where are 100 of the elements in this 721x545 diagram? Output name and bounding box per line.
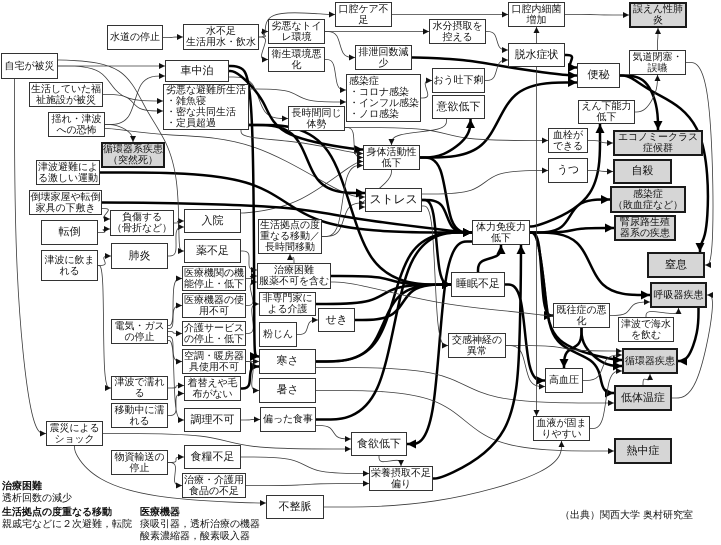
arrow [240, 158, 364, 214]
process-box [266, 495, 324, 519]
process-box [545, 368, 583, 393]
arrow [316, 228, 472, 363]
arrow [678, 308, 700, 366]
box-label: 水分摂取を控える [432, 20, 484, 42]
note-heading: 治療困難 [2, 481, 43, 492]
outcome-box [613, 159, 672, 184]
process-box [365, 188, 422, 212]
arrow [580, 328, 622, 370]
box-label: 長時間同じ体勢 [290, 108, 342, 130]
arrow [258, 12, 336, 38]
arrow [686, 62, 714, 268]
process-box [548, 158, 588, 183]
arrow [344, 127, 364, 160]
arrow [316, 425, 352, 442]
arrow [476, 245, 506, 272]
box-note: ・定員超過 [166, 118, 216, 129]
box-label: 非専門家による介護 [262, 293, 314, 315]
box-label: 腎尿路生殖器系の疾患 [619, 217, 671, 239]
box-label: 医療機関の機能停止・低下 [183, 268, 245, 290]
box-label: 便秘 [588, 69, 610, 82]
box-label: 車中泊 [180, 64, 214, 78]
arrow [168, 382, 184, 388]
box-label: 着替えや毛布がない [186, 378, 238, 400]
box-label: 交感神経の異常 [451, 334, 503, 356]
arrow [420, 78, 432, 98]
arrow [258, 28, 268, 38]
arrow [486, 31, 508, 53]
arrow [104, 124, 136, 142]
box-label: 身体活動性低下 [366, 146, 418, 168]
arrow [249, 124, 451, 289]
arrow [484, 57, 508, 81]
box-label: 津波に飲まれる [44, 254, 96, 276]
box-label: 食欲低下 [357, 438, 401, 450]
arrow [287, 254, 294, 264]
box-label: 感染症 [349, 76, 379, 87]
box-label: 物資輸送の停止 [114, 452, 166, 474]
box-label: 誤えん性肺炎 [632, 4, 684, 26]
process-box [184, 408, 241, 432]
box-label: 津波避難による激しい運動 [37, 162, 99, 184]
box-label: 栄養摂取不足偏り [370, 468, 432, 490]
box-label: 高血圧 [549, 375, 579, 386]
arrow [168, 390, 184, 416]
box-label: 薬不足 [196, 244, 229, 258]
arrow [240, 416, 260, 422]
arrow [392, 12, 508, 18]
box-note: ・コロナ感染 [349, 87, 409, 98]
box-label: 介護サービスの停止・低下 [183, 322, 245, 344]
arrow [642, 374, 653, 386]
outcome-box [614, 385, 672, 411]
arrow [378, 456, 404, 466]
box-label: 睡眠不足 [456, 278, 500, 291]
arrow [388, 118, 447, 146]
box-label: 循環器系疾患（突然死） [103, 144, 163, 166]
box-label: 負傷する [122, 212, 162, 223]
arrow [412, 56, 577, 80]
box-label: 調理不可 [190, 414, 234, 426]
arrow [610, 299, 650, 316]
outcome-box [622, 348, 678, 374]
note-text: 親戚宅などに２次避難，転院 [2, 519, 133, 530]
process-box [184, 239, 241, 263]
arrow [330, 282, 554, 318]
box-label: 肺炎 [128, 250, 150, 262]
arrow [588, 168, 614, 174]
box-label: 空調・暖房器具使用不可 [183, 350, 245, 372]
arrow [174, 218, 184, 224]
arrow [168, 302, 182, 329]
box-label: 津波で海水を飲む [620, 318, 672, 340]
process-box [184, 445, 241, 469]
arrow [646, 308, 682, 318]
arrow [672, 292, 713, 398]
box-note: （敗血症など） [613, 200, 683, 210]
box-label: 生活していた福祉施設が被災 [30, 84, 102, 106]
box-label: 転倒 [58, 226, 80, 239]
process-box [257, 263, 331, 289]
arrow [240, 456, 370, 476]
arrow [102, 208, 110, 222]
arrow [324, 31, 356, 60]
arrow [74, 446, 266, 506]
box-note: ・インフル感染 [349, 98, 419, 109]
arrow [246, 273, 258, 279]
process-box [260, 407, 316, 432]
arrow [162, 34, 184, 40]
arrow [258, 36, 268, 62]
arrow [240, 250, 258, 273]
process-box [107, 25, 163, 50]
arrow [14, 78, 46, 436]
box-note: （骨折など） [112, 223, 172, 234]
box-label: 血液が固まりやすい [536, 418, 588, 440]
box-label: 震災によるショック [48, 422, 100, 444]
arrow [229, 64, 260, 361]
box-label: ストレス [370, 193, 418, 207]
arrow [296, 317, 318, 335]
arrow [246, 301, 260, 334]
arrow [168, 336, 182, 364]
arrow [168, 462, 182, 488]
arrow [588, 140, 614, 146]
arrow [530, 231, 614, 398]
box-label: 窒息 [665, 258, 687, 272]
